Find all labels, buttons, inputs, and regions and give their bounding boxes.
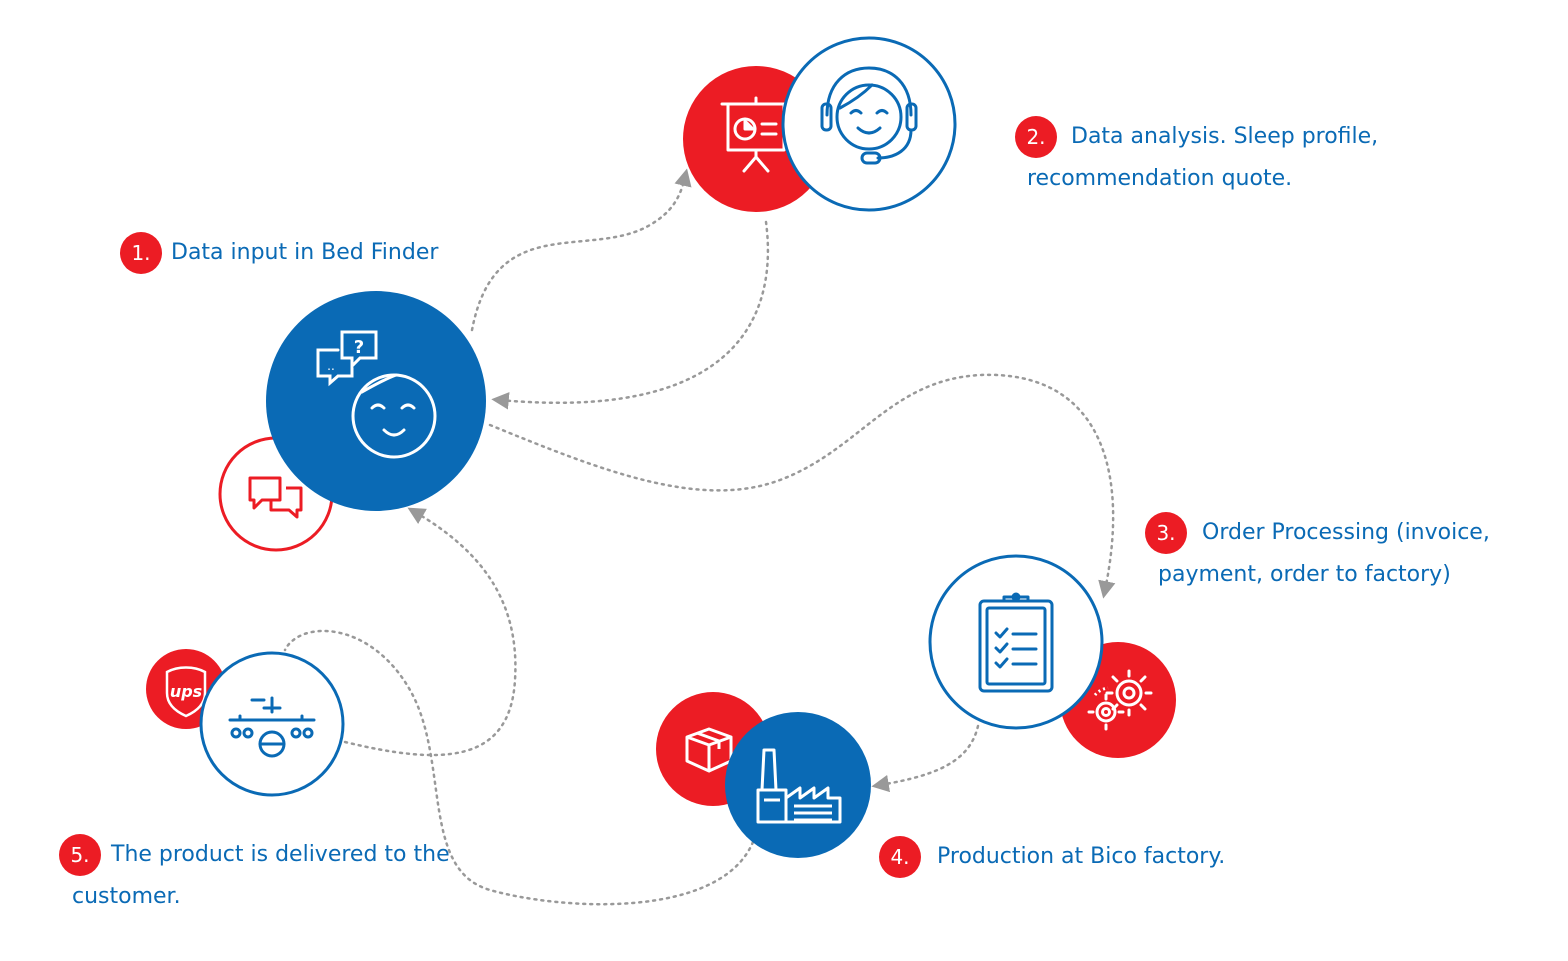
- svg-text:..: ..: [327, 359, 335, 373]
- step-2-node: [683, 36, 957, 212]
- step-5-label-line2: customer.: [72, 884, 181, 909]
- airplane-icon: [228, 696, 316, 758]
- customer-support-headset-icon: [820, 66, 918, 165]
- step-5-label-line1: The product is delivered to the: [111, 842, 450, 867]
- step-4-node: [656, 692, 871, 858]
- step-3-node: [928, 554, 1176, 758]
- checklist-clipboard-icon: [978, 592, 1054, 693]
- step-1-number: 1.: [120, 232, 162, 274]
- connector-1-to-3: [488, 373, 1116, 599]
- step-5-node: ups: [146, 649, 345, 797]
- chat-bubbles-icon: [248, 476, 303, 519]
- gears-icon: [1087, 669, 1153, 731]
- step-4-number: 4.: [879, 836, 921, 878]
- step-2-number: 2.: [1015, 116, 1057, 158]
- step-3-number: 3.: [1145, 512, 1187, 554]
- ups-badge-text: ups: [170, 682, 202, 701]
- step-1-label: Data input in Bed Finder: [171, 240, 439, 265]
- step-5-number: 5.: [59, 834, 101, 876]
- presentation-board-icon: [720, 96, 792, 173]
- step-3-label-line2: payment, order to factory): [1158, 562, 1451, 587]
- connector-3-to-4: [871, 724, 980, 793]
- connector-2-to-1: [491, 220, 770, 410]
- chat-face-icon: ? ..: [316, 330, 437, 459]
- connector-5-to-1: [343, 507, 517, 757]
- ups-shield-icon: ups: [165, 666, 207, 718]
- step-2-label-line1: Data analysis. Sleep profile,: [1071, 124, 1379, 149]
- factory-icon: [756, 748, 842, 824]
- step-2-label-line2: recommendation quote.: [1027, 166, 1293, 191]
- connector-1-to-2: [470, 168, 692, 332]
- step-1-node: ? ..: [218, 291, 486, 552]
- svg-text:?: ?: [354, 337, 364, 358]
- step-4-label: Production at Bico factory.: [937, 844, 1226, 869]
- step-3-label-line1: Order Processing (invoice,: [1202, 520, 1490, 545]
